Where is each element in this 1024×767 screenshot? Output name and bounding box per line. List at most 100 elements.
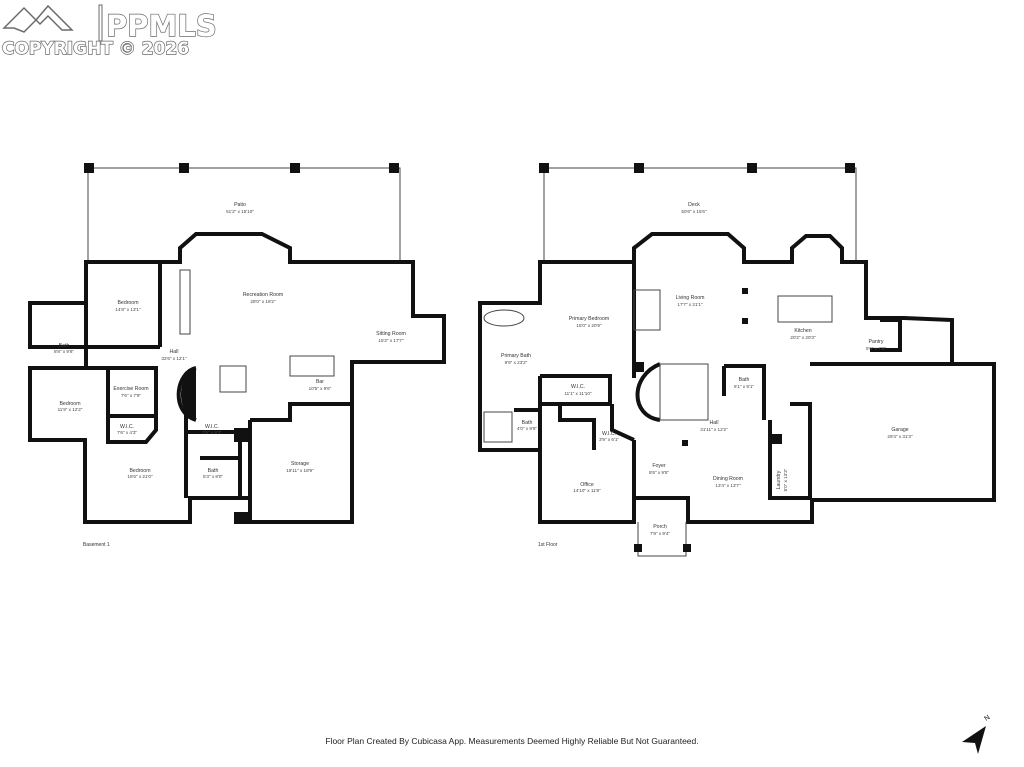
deck-post <box>634 163 644 173</box>
room-label: W.I.C. <box>120 424 134 430</box>
room-dimensions: 8'8" x 9'8" <box>54 349 74 354</box>
room-dimensions: 7'6" x 4'3" <box>117 430 137 435</box>
room-dimensions: 50'6" x 15'6" <box>681 209 707 214</box>
basement-bar-counter <box>289 355 335 377</box>
deck-post <box>845 163 855 173</box>
room-label: Recreation Room <box>243 292 283 298</box>
room-label: Patio <box>234 202 246 208</box>
floor-name: Basement 1 <box>83 542 110 548</box>
patio-post <box>389 163 399 173</box>
room-dimensions: 3'9" x 6'1" <box>599 437 619 442</box>
deck-post <box>747 163 757 173</box>
room-dimensions: 18'6" x 21'0" <box>127 474 153 479</box>
room-label: Kitchen <box>794 328 811 334</box>
basement-exterior-wall <box>28 232 446 524</box>
basement-interior-wall <box>84 262 352 498</box>
room-dimensions: 7'6" x 7'9" <box>121 393 141 398</box>
patio-post <box>179 163 189 173</box>
room-label: Exercise Room <box>113 386 148 392</box>
porch-post <box>683 544 691 552</box>
room-label: Bedroom <box>59 401 80 407</box>
room-dimensions: 28'0" x 18'2" <box>250 299 276 304</box>
room-label: Bath <box>208 468 219 474</box>
footer-disclaimer: Floor Plan Created By Cubicasa App. Meas… <box>325 736 699 746</box>
room-dimensions: 5'6" x 7'3" <box>866 346 886 351</box>
room-label: Foyer <box>652 463 666 469</box>
room-label: Bedroom <box>129 468 150 474</box>
basement-stair-fill <box>180 368 196 420</box>
room-label: Porch <box>653 524 667 530</box>
room-label: Primary Bath <box>501 353 531 359</box>
room-label: Sitting Room <box>376 331 406 337</box>
watermark-copyright: COPYRIGHT © 2026 <box>2 39 189 59</box>
room-dimensions: 4'0" x 9'9" <box>517 426 537 431</box>
watermark-logo: PPMLS COPYRIGHT © 2026 <box>1 4 217 60</box>
room-label: Bedroom <box>117 300 138 306</box>
room-dimensions: 20'2" x 20'3" <box>790 335 816 340</box>
room-dimensions: 8'6" x 9'5" <box>649 470 669 475</box>
deck-post <box>539 163 549 173</box>
porch-post <box>634 544 642 552</box>
room-label: Storage <box>291 461 309 467</box>
column <box>742 318 748 324</box>
room-label: W.I.C. <box>205 424 219 430</box>
room-dimensions: 15'2" x 17'7" <box>378 338 404 343</box>
first-floor-exterior-wall <box>478 232 996 524</box>
room-dimensions: 14'10" x 11'8" <box>573 488 601 493</box>
room-label: Pantry <box>869 339 884 345</box>
room-dimensions: 11'9" x 12'2" <box>58 407 83 412</box>
basement-stairs <box>219 365 247 393</box>
room-dimensions: 7'5" x 9'2" <box>202 430 222 435</box>
column <box>772 434 782 444</box>
room-label: Hall <box>710 420 719 426</box>
room-label: Office <box>580 482 594 488</box>
room-dimensions: 9'9" x 23'2" <box>505 360 528 365</box>
pillar <box>234 512 248 524</box>
room-dimensions: 51'2" x 15'10" <box>226 209 254 214</box>
room-label: Bath <box>59 343 70 349</box>
patio-post <box>290 163 300 173</box>
room-label: W.I.C. <box>571 384 585 390</box>
room-dimensions: 6'1" x 9'1" <box>734 384 754 389</box>
room-label: Dining Room <box>713 476 743 482</box>
column <box>634 362 644 372</box>
room-dimensions: 31'11" x 12'2" <box>700 427 728 432</box>
compass-north-label: N <box>983 714 991 723</box>
room-label: Primary Bedroom <box>569 316 609 322</box>
room-label: Laundry <box>776 470 782 489</box>
mountain-logo-icon <box>2 4 74 33</box>
room-label: Garage <box>891 427 908 433</box>
room-dimensions: 5'3" x 8'0" <box>203 474 223 479</box>
first-floor-fireplace <box>633 289 661 331</box>
room-dimensions: 17'7" x 21'1" <box>677 302 703 307</box>
room-label: Bar <box>316 379 324 385</box>
first-floor-stair-wall <box>635 362 661 422</box>
room-dimensions: 32'6" x 12'1" <box>161 356 187 361</box>
north-arrow-icon <box>962 726 986 754</box>
watermark-brand: PPMLS <box>106 9 217 43</box>
room-dimensions: 11'1" x 11'10" <box>564 391 591 396</box>
room-dimensions: 18'11" x 18'9" <box>286 468 314 473</box>
room-dimensions: 15'0" x 20'9" <box>576 323 602 328</box>
pillar <box>234 428 248 442</box>
room-dimensions: 13'4" x 13'7" <box>715 483 741 488</box>
basement-plan: Patio 51'2" x 15'10" Recreation Room 28'… <box>28 163 446 548</box>
room-label: Hall <box>170 349 179 355</box>
kitchen-island <box>777 295 833 323</box>
room-dimensions: 6'0" x 13'3" <box>783 468 788 491</box>
column <box>742 288 748 294</box>
room-label: Bath <box>522 420 533 426</box>
room-label: Bath <box>739 377 750 383</box>
shower <box>483 411 513 443</box>
basement-stair-wall <box>176 366 197 422</box>
compass: N <box>962 714 992 754</box>
room-label: W.I.C. <box>602 431 616 437</box>
first-floor-plan: Deck 50'6" x 15'6" Living Room 17'7" x 2… <box>478 163 996 557</box>
room-dimensions: 29'4" x 31'3" <box>887 434 913 439</box>
bathtub <box>483 309 525 327</box>
floor-name: 1st Floor <box>538 542 558 548</box>
room-dimensions: 14'8" x 13'1" <box>115 307 141 312</box>
patio-post <box>84 163 94 173</box>
fireplace <box>179 269 191 335</box>
room-dimensions: 10'5" x 9'6" <box>309 386 332 391</box>
